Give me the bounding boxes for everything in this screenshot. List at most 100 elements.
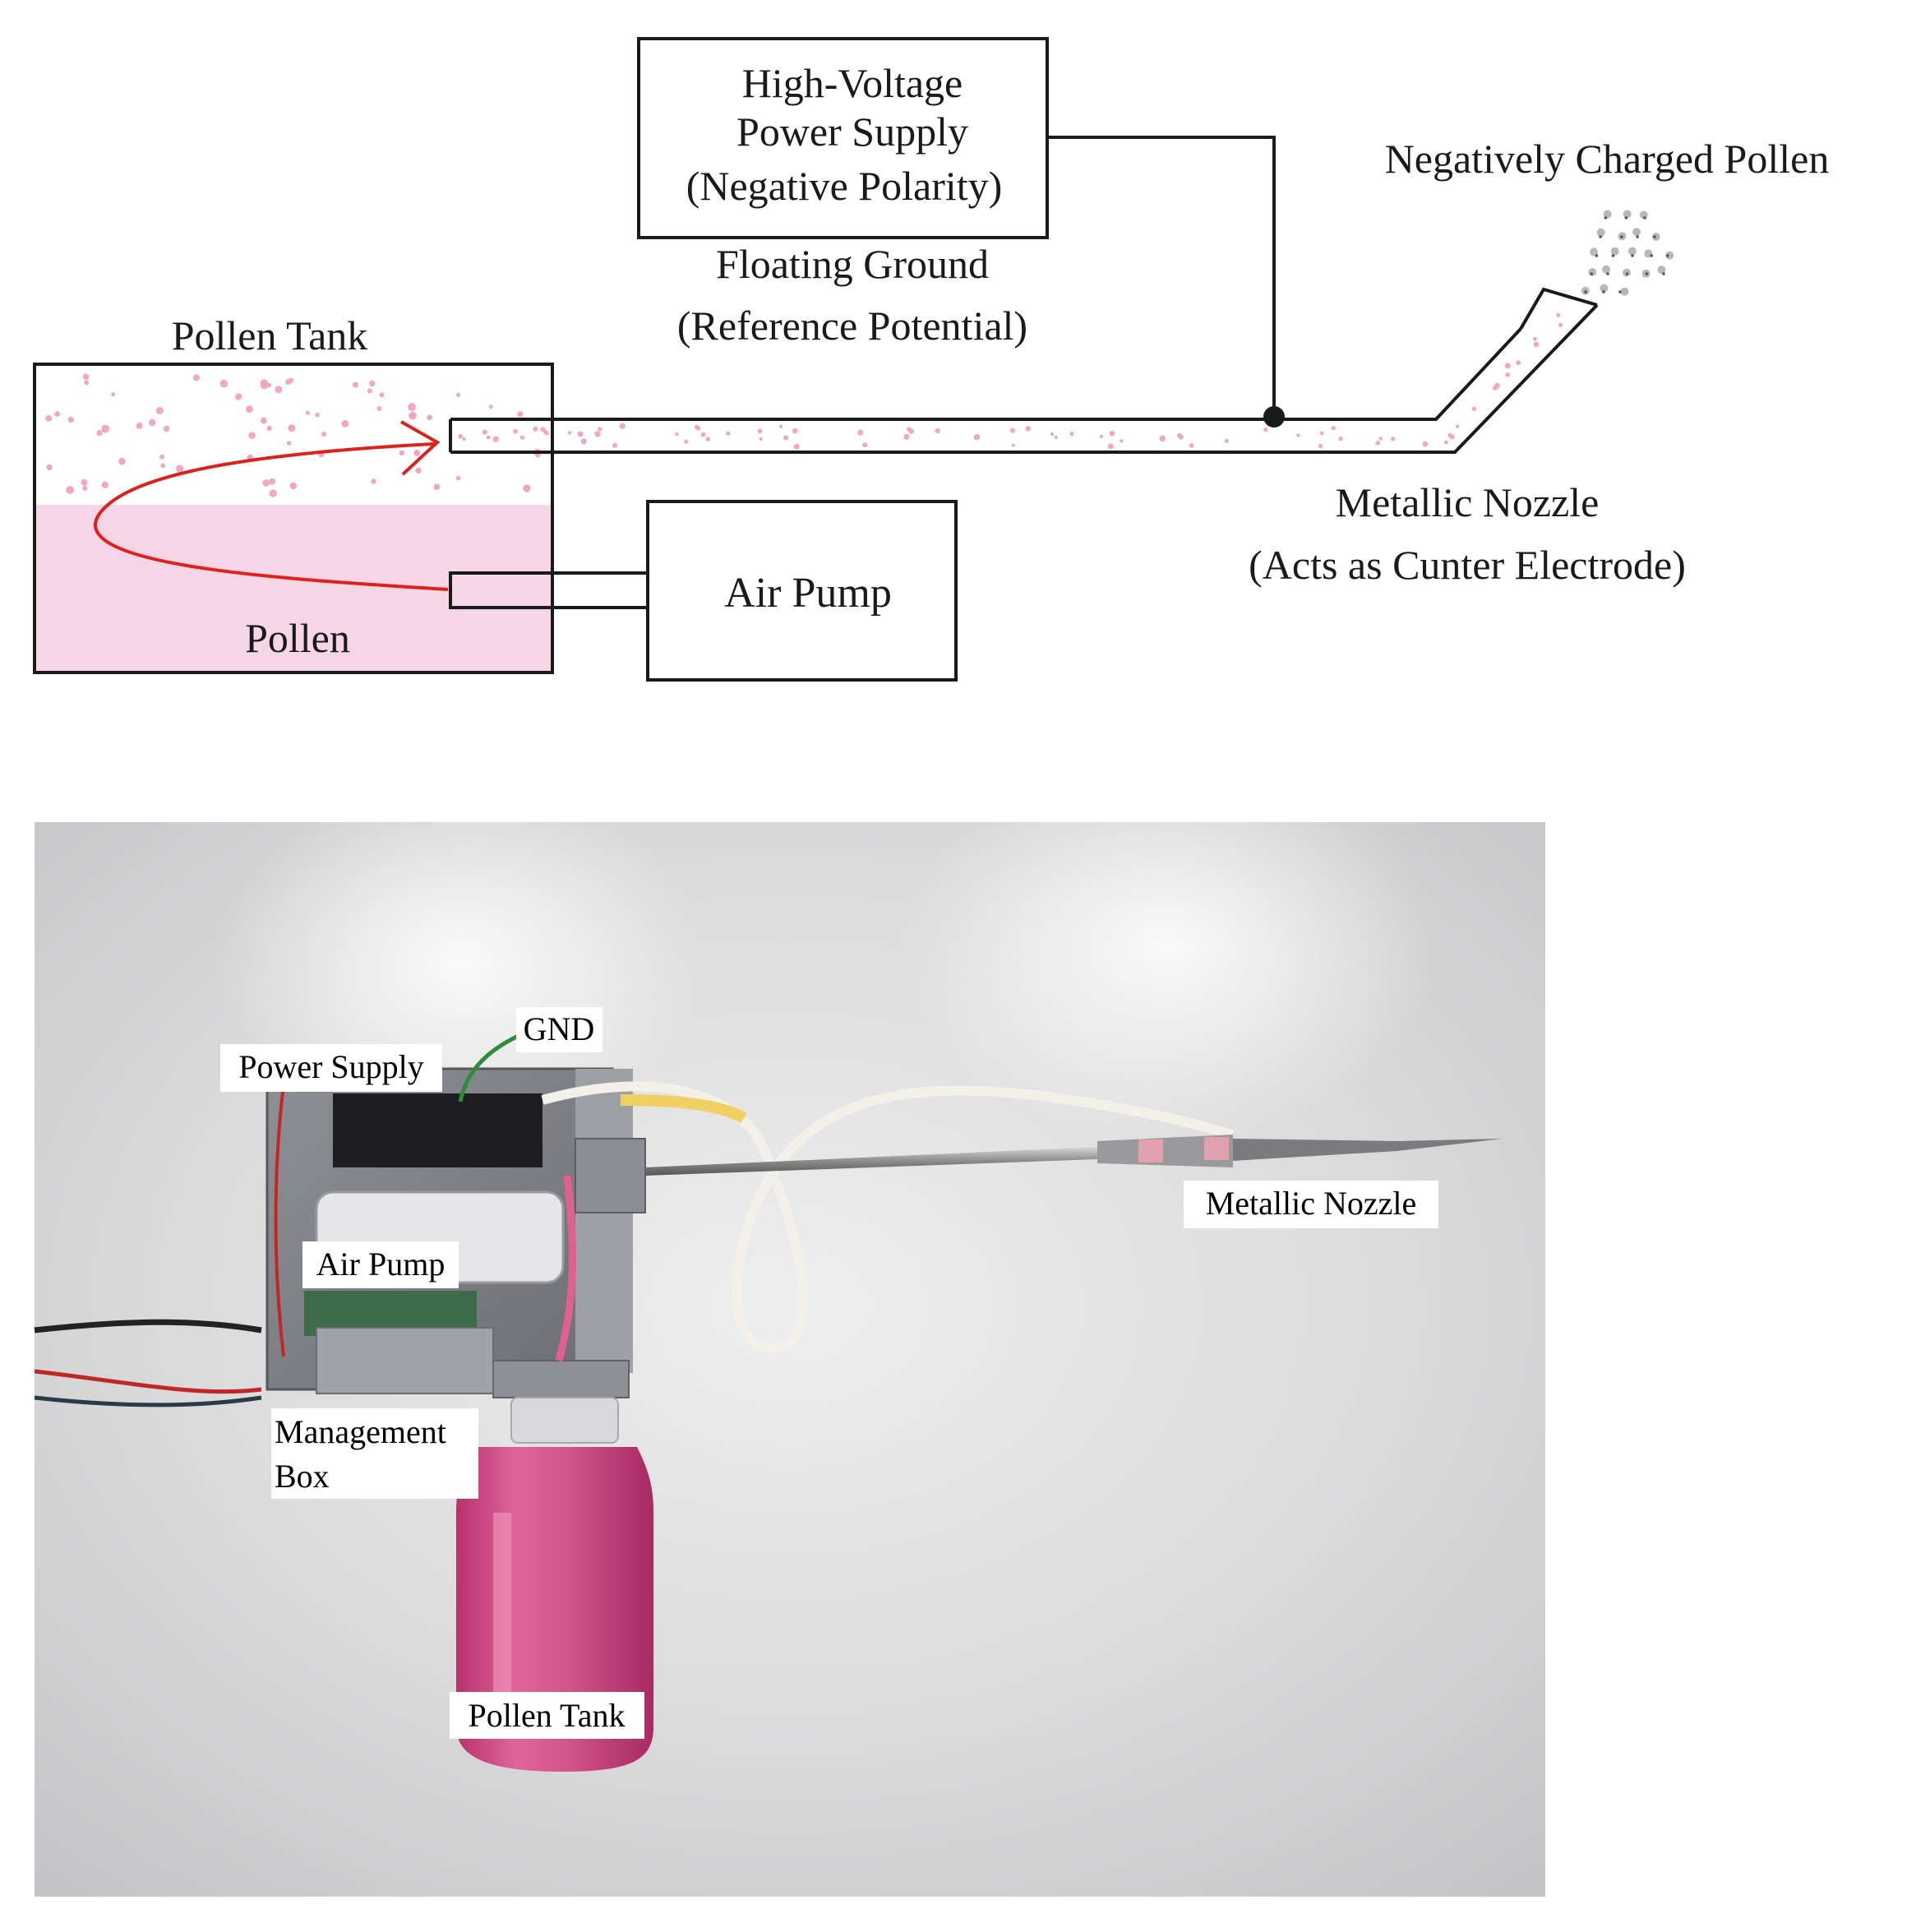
pollen-dot (1011, 443, 1015, 447)
charged-pollen-dot (1588, 268, 1597, 276)
black-cable (34, 1319, 262, 1333)
negative-charge-icon (1602, 290, 1605, 293)
nozzle-needle-tip (1233, 1139, 1503, 1161)
pollen-dot (82, 485, 88, 491)
bottle-highlight (493, 1513, 511, 1718)
pollen-dot (246, 405, 253, 414)
pollen-dot (778, 424, 783, 428)
negative-charge-icon (1620, 235, 1623, 238)
pollen-dot (286, 441, 292, 446)
charged-pollen-dot (1602, 265, 1611, 274)
pollen-dot (399, 450, 404, 456)
pollen-dot (409, 411, 417, 420)
pollen-dot (269, 489, 278, 497)
negative-charge-icon (1645, 272, 1649, 275)
pollen-dot (935, 428, 940, 434)
pollen-dot (163, 425, 170, 432)
pollen-dot (783, 435, 789, 441)
pollen-dot (235, 393, 242, 400)
pollen-dot (1471, 406, 1477, 411)
pipe-top-wall (450, 327, 1522, 421)
pollen-dot (455, 475, 461, 481)
pollen-dot (305, 410, 310, 415)
pollen-dot (619, 423, 626, 429)
charged-pollen-dot (1603, 210, 1612, 219)
bottle-cap (510, 1397, 619, 1444)
pollen-dot (1054, 435, 1058, 440)
red-cable (34, 1369, 262, 1394)
pollen-dot (288, 424, 296, 432)
pollen-dot (67, 416, 74, 423)
pollen-dot (519, 435, 525, 440)
charged-pollen-dot (1600, 284, 1609, 293)
pollen-dot (289, 482, 297, 490)
negative-charge-icon (1650, 254, 1653, 257)
pollen-dot (594, 431, 601, 437)
negative-charge-icon (1590, 272, 1593, 275)
pollen-dot (523, 484, 531, 492)
negative-charge-icon (1643, 216, 1646, 220)
pollen-dot (545, 432, 549, 436)
pink-marker-1 (1138, 1139, 1163, 1162)
pollen-dot (455, 392, 461, 397)
pollen-dot (45, 415, 53, 422)
pollen-dot (862, 442, 868, 448)
pollen-dot (369, 380, 376, 387)
pollen-dot (759, 437, 763, 441)
negative-charge-icon (1611, 254, 1615, 257)
charged-pollen-dot (1627, 247, 1637, 256)
housing-side-wall (575, 1069, 633, 1373)
metallic-nozzle-label-bg (1184, 1181, 1438, 1228)
charged-pollen-dot (1623, 210, 1632, 219)
pollen-bottle (456, 1397, 653, 1772)
pollen-dot (1319, 431, 1324, 436)
hv-module (333, 1093, 542, 1167)
nozzle-label: Metallic Nozzle (1336, 479, 1600, 525)
hv-wire (1047, 136, 1276, 417)
pollen-dot (408, 403, 416, 411)
pollen-dot (700, 432, 706, 437)
pollen-dot (612, 442, 618, 449)
pollen-dot (192, 374, 200, 381)
pollen-tank-photo-label-bg (450, 1692, 644, 1739)
pollen-dot (175, 465, 184, 473)
pollen-dot (903, 433, 910, 441)
pollen-dot (1516, 360, 1521, 366)
pipe-bottom-wall (450, 303, 1599, 454)
pollen-dot (66, 485, 75, 494)
pollen-dot (1296, 433, 1300, 437)
air-pump-box (646, 500, 958, 682)
negative-charge-icon (1595, 254, 1599, 257)
pollen-dot (517, 411, 524, 418)
pollen-dot (1050, 432, 1055, 437)
flow-curve (94, 442, 449, 591)
bottle-mount (492, 1360, 630, 1398)
arrow-head-icon (400, 420, 441, 476)
management-box-lid (316, 1327, 494, 1394)
management-box-label: Box (275, 1458, 330, 1495)
pollen-dot (705, 437, 711, 441)
charged-pollen-dot (1590, 247, 1599, 257)
pollen-dot (533, 426, 538, 432)
gnd-label-bg (516, 1007, 603, 1052)
pollen-dot (1504, 363, 1511, 369)
pink-feed-tube (555, 1175, 577, 1362)
pollen-dot (1107, 443, 1114, 450)
pollen-dot (376, 406, 382, 412)
pink-marker-2 (1204, 1137, 1229, 1160)
pollen-dot (101, 424, 109, 433)
hv-supply-title: High-Voltage (742, 60, 963, 106)
pollen-dot (1189, 443, 1194, 448)
pollen-dot (269, 478, 275, 485)
negative-charge-icon (1631, 254, 1634, 257)
air-pump-photo-label: Air Pump (316, 1246, 446, 1283)
negative-charge-icon (1604, 216, 1608, 220)
management-box-label-bg (271, 1408, 478, 1499)
hv-supply-subtitle: Power Supply (736, 109, 968, 155)
gnd-label: GND (524, 1010, 595, 1047)
pollen-dot (136, 423, 143, 429)
pollen-dot (513, 428, 518, 434)
white-hv-cable (541, 1081, 1235, 1354)
charged-pollen-dot (1632, 228, 1641, 237)
pollen-dot (684, 439, 689, 444)
